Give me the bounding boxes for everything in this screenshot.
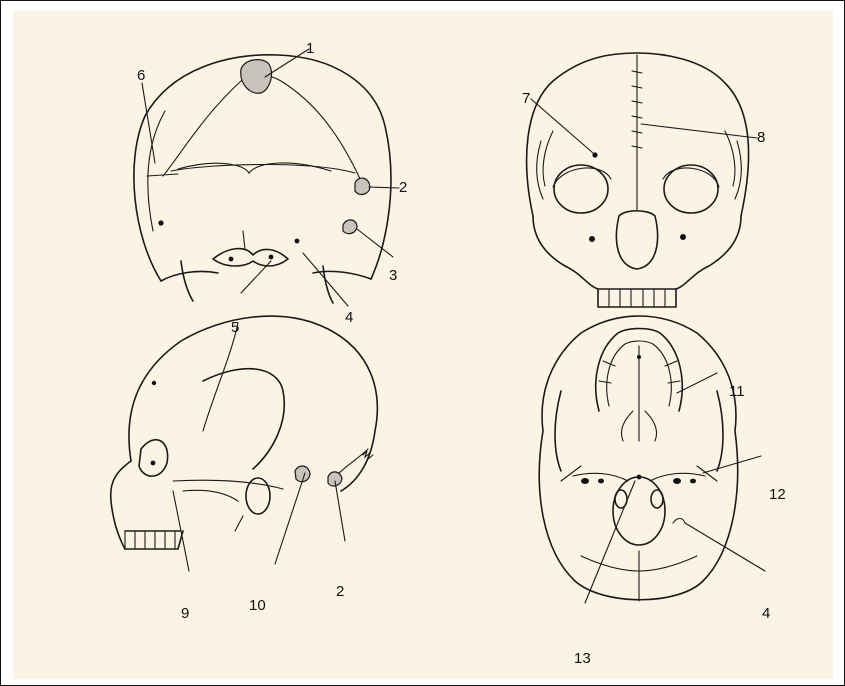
skull-posterior-view — [134, 49, 399, 306]
skull-diagram — [13, 11, 833, 679]
skull-inferior-view — [539, 316, 765, 603]
label-3: 3 — [389, 268, 397, 283]
skull-frontal-view — [527, 53, 757, 307]
label-8: 8 — [757, 130, 765, 145]
diagram-panel: 1 2 3 4 5 6 7 8 9 10 2 11 12 4 13 — [13, 11, 833, 679]
skull-lateral-view — [111, 316, 378, 571]
label-4-inferior: 4 — [762, 606, 770, 621]
label-11: 11 — [729, 384, 745, 399]
label-6: 6 — [137, 68, 145, 83]
label-4: 4 — [345, 310, 353, 325]
label-5: 5 — [231, 320, 239, 335]
label-1: 1 — [306, 41, 314, 56]
label-10: 10 — [249, 598, 266, 613]
label-13: 13 — [574, 651, 591, 666]
label-7: 7 — [522, 91, 530, 106]
label-12: 12 — [769, 487, 786, 502]
label-2-lateral: 2 — [336, 584, 344, 599]
label-9: 9 — [181, 606, 189, 621]
label-2: 2 — [399, 180, 407, 195]
